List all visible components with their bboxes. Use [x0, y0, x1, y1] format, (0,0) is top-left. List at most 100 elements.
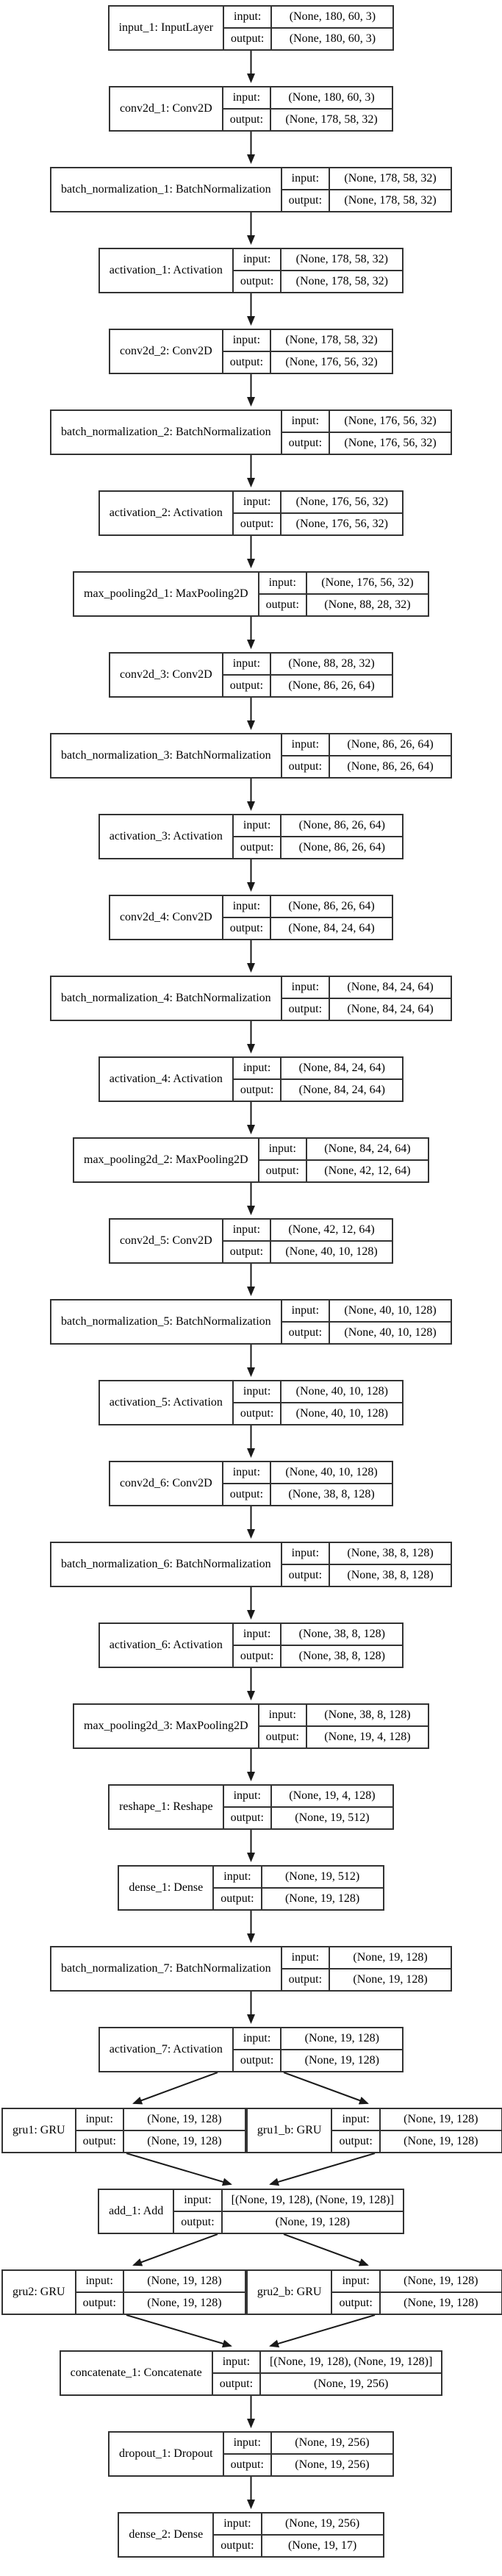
output-shape-value: (None, 19, 128)	[329, 1968, 453, 1992]
output-shape-value: (None, 19, 256)	[259, 2372, 443, 2396]
input-key-label: input:	[331, 2108, 381, 2131]
layer-label: batch_normalization_7: BatchNormalizatio…	[49, 1946, 282, 1992]
input-key-label: input:	[74, 2108, 124, 2131]
input-key-label: input:	[232, 1056, 282, 1080]
output-shape-value: (None, 19, 128)	[280, 2049, 404, 2072]
arrow-connector	[247, 1183, 255, 1215]
output-shape-value: (None, 19, 128)	[122, 2130, 246, 2153]
layer-node-batch_normalization_4: batch_normalization_4: BatchNormalizatio…	[49, 976, 453, 1021]
layer-label: max_pooling2d_3: MaxPooling2D	[73, 1703, 259, 1749]
output-shape-value: (None, 178, 58, 32)	[270, 108, 394, 132]
arrow-connector	[247, 859, 255, 892]
input-key-label: input:	[221, 1461, 272, 1484]
input-shape-value: (None, 19, 128)	[379, 2269, 502, 2293]
input-key-label: input:	[280, 1946, 331, 1969]
output-key-label: output:	[331, 2130, 381, 2153]
diagram-row: batch_normalization_6: BatchNormalizatio…	[0, 1542, 502, 1587]
arrow-connector	[247, 1911, 255, 1943]
arrow-connector	[247, 51, 255, 83]
input-shape-value: (None, 176, 56, 32)	[305, 571, 429, 595]
input-shape-value: (None, 19, 512)	[260, 1865, 384, 1889]
output-shape-value: (None, 38, 8, 128)	[280, 1645, 404, 1668]
arrow-connector	[247, 698, 255, 730]
arrow-connector	[247, 1992, 255, 2024]
layer-label: dense_2: Dense	[118, 2512, 215, 2558]
output-key-label: output:	[221, 1240, 272, 1264]
arrow-split-connector	[132, 2072, 369, 2105]
arrow-merge-connector	[126, 2153, 376, 2186]
arrow-connector	[247, 1264, 255, 1296]
input-shape-value: (None, 88, 28, 32)	[270, 652, 394, 676]
input-shape-value: (None, 38, 8, 128)	[305, 1703, 429, 1727]
input-shape-value: (None, 19, 128)	[122, 2269, 246, 2293]
input-shape-value: (None, 40, 10, 128)	[270, 1461, 394, 1484]
input-key-label: input:	[232, 2027, 282, 2050]
diagram-row: batch_normalization_4: BatchNormalizatio…	[0, 976, 502, 1021]
layer-node-batch_normalization_5: batch_normalization_5: BatchNormalizatio…	[49, 1299, 453, 1345]
layer-label: reshape_1: Reshape	[108, 1784, 224, 1830]
layer-label: activation_6: Activation	[98, 1622, 234, 1668]
output-key-label: output:	[280, 755, 331, 779]
input-key-label: input:	[221, 86, 272, 110]
input-key-label: input:	[173, 2189, 223, 2212]
input-key-label: input:	[212, 1865, 262, 1889]
diagram-row: batch_normalization_7: BatchNormalizatio…	[0, 1946, 502, 1992]
arrow-connector	[247, 1102, 255, 1134]
output-shape-value: (None, 176, 56, 32)	[329, 432, 453, 455]
layer-label: add_1: Add	[98, 2189, 175, 2234]
input-shape-value: (None, 86, 26, 64)	[280, 814, 404, 837]
input-key-label: input:	[257, 1137, 307, 1161]
output-key-label: output:	[232, 512, 282, 536]
input-shape-value: (None, 86, 26, 64)	[329, 733, 453, 756]
layer-label: conv2d_3: Conv2D	[108, 652, 223, 698]
input-key-label: input:	[280, 1542, 331, 1565]
input-key-label: input:	[222, 2431, 272, 2455]
output-shape-value: (None, 84, 24, 64)	[270, 917, 394, 940]
output-key-label: output:	[232, 1078, 282, 1102]
layer-label: input_1: InputLayer	[107, 5, 225, 51]
output-key-label: output:	[232, 1645, 282, 1668]
output-key-label: output:	[221, 1483, 272, 1506]
input-key-label: input:	[232, 1622, 282, 1646]
input-key-label: input:	[280, 409, 331, 433]
input-shape-value: (None, 180, 60, 3)	[270, 5, 395, 29]
output-key-label: output:	[280, 1968, 331, 1992]
input-key-label: input:	[221, 652, 272, 676]
input-key-label: input:	[74, 2269, 124, 2293]
input-key-label: input:	[221, 329, 272, 352]
output-key-label: output:	[212, 1887, 262, 1911]
input-shape-value: [(None, 19, 128), (None, 19, 128)]	[220, 2189, 404, 2212]
input-key-label: input:	[222, 1784, 272, 1808]
input-key-label: input:	[280, 976, 331, 999]
output-shape-value: (None, 40, 10, 128)	[329, 1321, 453, 1345]
output-shape-value: (None, 176, 56, 32)	[280, 512, 404, 536]
output-key-label: output:	[212, 2534, 262, 2558]
output-shape-value: (None, 19, 17)	[260, 2534, 384, 2558]
input-shape-value: (None, 84, 24, 64)	[280, 1056, 404, 1080]
input-shape-value: (None, 40, 10, 128)	[329, 1299, 453, 1323]
layer-label: gru1_b: GRU	[245, 2108, 333, 2153]
output-key-label: output:	[257, 1159, 307, 1183]
input-shape-value: (None, 84, 24, 64)	[329, 976, 453, 999]
output-key-label: output:	[280, 189, 331, 212]
